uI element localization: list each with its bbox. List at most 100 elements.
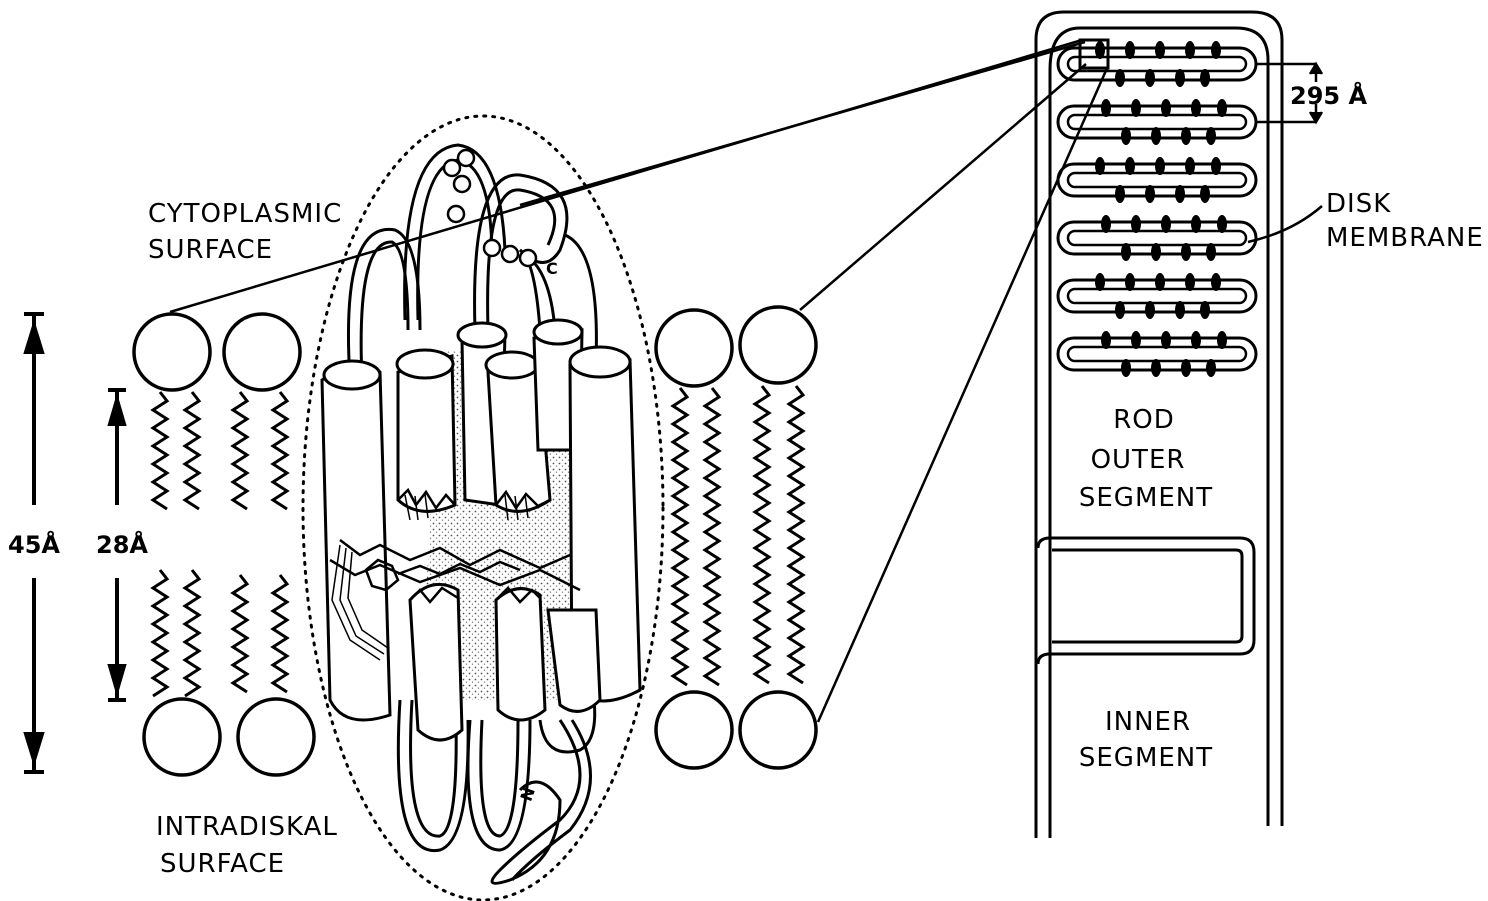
rhodopsin-molecule [1131,331,1141,349]
rhodopsin-molecule [1185,41,1195,59]
rhodopsin-molecule [1161,99,1171,117]
lipid-tail [233,575,247,692]
rhodopsin-molecule [1095,157,1105,175]
rhodopsin-molecule [1125,41,1135,59]
rhodopsin-molecule [1131,99,1141,117]
rhodopsin-molecule [1181,243,1191,261]
lipid-tail [153,570,167,696]
disk-inner-membrane [1068,289,1246,303]
disk [1058,99,1256,145]
lipid-tail [273,392,287,509]
rhodopsin-molecule [1121,127,1131,145]
rhodopsin-molecule [1191,99,1201,117]
rhodopsin-molecule [1115,69,1125,87]
disk-spacing-label: 295 Å [1290,81,1367,110]
lipid-head [656,692,732,768]
rhodopsin-molecule [1185,273,1195,291]
rhodopsin-molecule [1145,301,1155,319]
rhodopsin-molecule [1217,331,1227,349]
rhodopsin-molecule [1181,359,1191,377]
rhodopsin-molecule [1200,185,1210,203]
disk-membrane-label-2: MEMBRANE [1326,223,1484,253]
lipid-tail [153,392,167,509]
rhodopsin-molecule [1155,273,1165,291]
disk [1058,273,1256,319]
rhodopsin-molecule [1131,215,1141,233]
lipid-head [144,699,220,775]
rhodopsin-molecule [1200,69,1210,87]
lipid-tail [233,392,247,509]
lipid-tail [789,386,803,683]
disk-inner-membrane [1068,115,1246,129]
rhodopsin-molecule [1161,331,1171,349]
rhodopsin-molecule [1181,127,1191,145]
lipid-head [224,314,300,390]
lipid-head [740,307,816,383]
rhodopsin-molecule [1211,41,1221,59]
rhodopsin-molecule [1175,301,1185,319]
disk-membrane-pointer [1248,206,1322,242]
rhodopsin-molecule [1200,301,1210,319]
rhodopsin-molecule [1155,41,1165,59]
rhodopsin-molecule [1211,157,1221,175]
cytoplasmic-surface-label-2: SURFACE [148,235,273,265]
rhodopsin-molecule [1121,243,1131,261]
rhodopsin-molecule [1211,273,1221,291]
lipid-head [656,310,732,386]
rhodopsin-molecule [1151,127,1161,145]
cytoplasmic-surface-label-1: CYTOPLASMIC [148,199,342,229]
lipid-head [740,692,816,768]
rhodopsin-molecule [1191,331,1201,349]
rhodopsin-molecule [1121,359,1131,377]
disk [1058,41,1256,87]
lipid-tail [673,388,687,685]
rhodopsin-molecule [1206,243,1216,261]
disk-inner-membrane [1068,173,1246,187]
disk-inner-membrane [1068,347,1246,361]
rhodopsin-molecule [1217,99,1227,117]
rhodopsin-molecule [1095,273,1105,291]
rod-outer-segment-label-3: SEGMENT [1079,483,1213,513]
rhodopsin-molecule [1101,331,1111,349]
rhodopsin-molecule [1125,157,1135,175]
disk [1058,331,1256,377]
total-thickness-label: 45Å [8,530,60,559]
n-terminus-label: N [517,785,539,804]
lipid-tail [755,386,769,683]
rod-outer-segment-label-2: OUTER [1091,445,1186,475]
disk-stack [1058,41,1256,377]
rhodopsin-molecule [1101,215,1111,233]
disk-inner-membrane [1068,231,1246,245]
rhodopsin-molecule [1206,127,1216,145]
rhodopsin-molecule [1185,157,1195,175]
rhodopsin-molecule [1175,185,1185,203]
rhodopsin-molecule [1145,69,1155,87]
rhodopsin-molecule [1095,41,1105,59]
rhodopsin-molecule [1161,215,1171,233]
rhodopsin-molecule [1125,273,1135,291]
disk [1058,157,1256,203]
rhodopsin-molecule [1101,99,1111,117]
core-thickness-label: 28Å [96,530,148,559]
lipid-tail [185,570,199,696]
inner-segment-label-2: SEGMENT [1079,743,1213,773]
c-terminus-label: C [546,259,558,278]
rhodopsin-molecule [1175,69,1185,87]
rhodopsin-molecule [1155,157,1165,175]
rhodopsin-molecule [1145,185,1155,203]
rhodopsin-molecule [1191,215,1201,233]
lipid-head [238,699,314,775]
intradiskal-surface-label-1: INTRADISKAL [156,812,338,842]
rhodopsin-molecule [1217,215,1227,233]
inner-segment-label-1: INNER [1105,707,1191,737]
rhodopsin-molecule [1115,301,1125,319]
lipid-tail [185,392,199,509]
rhodopsin-molecule [1151,359,1161,377]
lipid-tail [705,388,719,685]
rod-outer-segment-label-1: ROD [1113,405,1175,435]
lipid-head [134,314,210,390]
rhodopsin-molecule [1206,359,1216,377]
disk [1058,215,1256,261]
rhodopsin-molecule [1151,243,1161,261]
